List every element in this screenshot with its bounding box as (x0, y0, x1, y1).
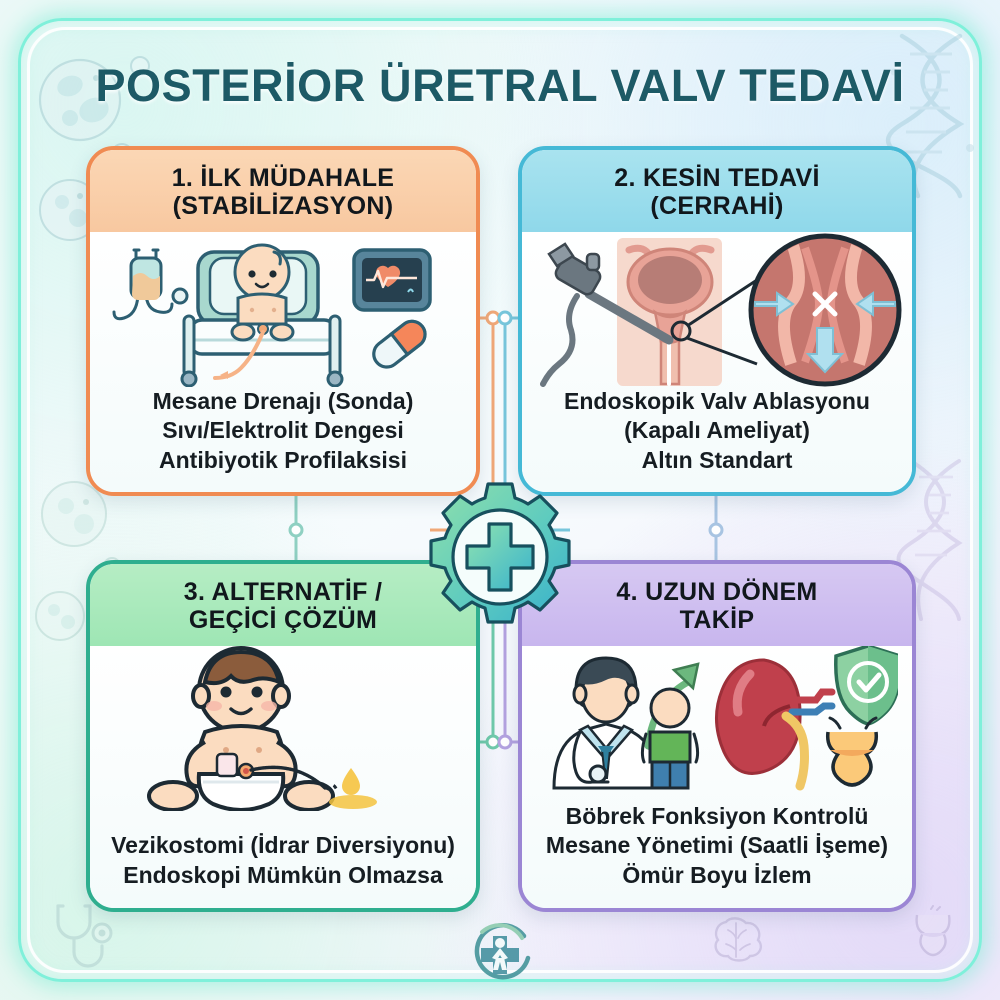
card-kesin-tedavi[interactable]: 2. KESİN TEDAVİ (CERRAHİ) (518, 146, 916, 496)
card3-header: 3. ALTERNATİF / GEÇİCİ ÇÖZÜM (90, 564, 476, 646)
endoscopic-valve-ablation-illustration (522, 232, 912, 387)
card-uzun-donem-takip[interactable]: 4. UZUN DÖNEM TAKİP (518, 560, 916, 912)
card3-body: Vezikostomi (İdrar Diversiyonu) Endoskop… (90, 646, 476, 908)
card2-heading-line1: 2. KESİN TEDAVİ (614, 164, 820, 192)
card3-heading-line1: 3. ALTERNATİF / (183, 578, 383, 606)
card3-heading-line2: GEÇİCİ ÇÖZÜM (188, 606, 378, 634)
card-alternatif-cozum[interactable]: 3. ALTERNATİF / GEÇİCİ ÇÖZÜM (86, 560, 480, 912)
card1-header: 1. İLK MÜDAHALE (STABİLİZASYON) (90, 150, 476, 232)
card1-line-1: Mesane Drenajı (Sonda) (152, 388, 414, 414)
followup-doctor-kidney-illustration (522, 646, 912, 791)
card-ilk-mudahale[interactable]: 1. İLK MÜDAHALE (STABİLİZASYON) (86, 146, 480, 496)
card2-body: Endoskopik Valv Ablasyonu (Kapalı Ameliy… (522, 232, 912, 492)
gear-with-medical-cross-icon (423, 480, 577, 639)
card1-body: Mesane Drenajı (Sonda) Sıvı/Elektrolit D… (90, 232, 476, 492)
page-title: POSTERİOR ÜRETRAL VALV TEDAVİ (95, 60, 905, 111)
card2-header: 2. KESİN TEDAVİ (CERRAHİ) (522, 150, 912, 232)
card4-line-2: Mesane Yönetimi (Saatli İşeme) (545, 832, 889, 859)
card4-heading-line2: TAKİP (679, 606, 755, 634)
card1-line-2: Sıvı/Elektrolit Dengesi (162, 417, 404, 444)
card3-line-1: Vezikostomi (İdrar Diversiyonu) (111, 832, 455, 859)
card2-line-2: (Kapalı Ameliyat) (624, 417, 810, 444)
card1-line-3: Antibiyotik Profilaksisi (159, 446, 407, 473)
card2-line-1: Endoskopik Valv Ablasyonu (564, 388, 870, 414)
card1-text: Mesane Drenajı (Sonda) Sıvı/Elektrolit D… (139, 387, 428, 492)
baby-in-hospital-bed-illustration (90, 232, 476, 387)
vesicostomy-baby-illustration (90, 646, 476, 811)
card3-line-2: Endoskopi Mümkün Olmazsa (123, 861, 443, 888)
card4-header: 4. UZUN DÖNEM TAKİP (522, 564, 912, 646)
card1-heading-line1: 1. İLK MÜDAHALE (171, 164, 395, 192)
card3-text: Vezikostomi (İdrar Diversiyonu) Endoskop… (97, 831, 469, 908)
card2-line-3: Altın Standart (641, 446, 793, 473)
card2-text: Endoskopik Valv Ablasyonu (Kapalı Ameliy… (550, 387, 884, 492)
card1-heading-line2: (STABİLİZASYON) (172, 192, 394, 220)
card4-heading-line1: 4. UZUN DÖNEM (616, 578, 818, 606)
card4-line-1: Böbrek Fonksiyon Kontrolü (565, 802, 869, 829)
card4-body: Böbrek Fonksiyon Kontrolü Mesane Yönetim… (522, 646, 912, 908)
card4-line-3: Ömür Boyu İzlem (622, 861, 812, 888)
card4-text: Böbrek Fonksiyon Kontrolü Mesane Yönetim… (532, 802, 902, 908)
card2-heading-line2: (CERRAHİ) (650, 192, 784, 220)
